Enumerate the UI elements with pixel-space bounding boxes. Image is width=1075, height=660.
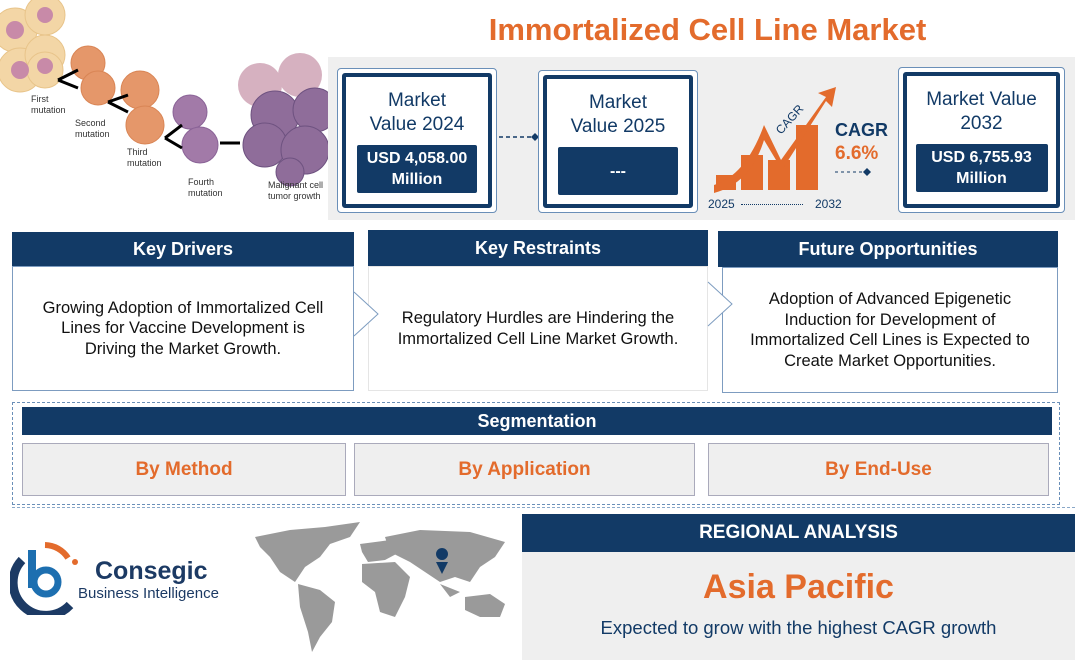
cell-mutation-illustration: [0, 0, 330, 187]
label-malignant-growth: Malignant cell tumor growth: [268, 180, 324, 201]
page-title: Immortalized Cell Line Market: [488, 12, 927, 47]
logo-tagline: Business Intelligence: [78, 585, 219, 602]
label-fourth-mutation: Fourth mutation: [188, 177, 223, 198]
label-second-mutation: Second mutation: [75, 118, 110, 139]
top-region: Asia Pacific: [703, 568, 894, 606]
chevron-right-icon: [707, 281, 733, 327]
market-value-2025-card: Market Value 2025 ---: [538, 70, 698, 213]
world-map: [255, 522, 505, 652]
cagr-value: 6.6%: [835, 143, 879, 164]
mv-2032-value: USD 6,755.93 Million: [915, 144, 1048, 192]
dashed-connector: [499, 133, 539, 141]
label-first-mutation: First mutation: [31, 94, 66, 115]
cagr-label: CAGR: [835, 120, 888, 140]
label-third-mutation: Third mutation: [127, 147, 162, 168]
mv-2025-label: Market Value 2025: [570, 92, 666, 137]
mv-2024-value: USD 4,058.00 Million: [357, 145, 477, 193]
market-value-2032-card: Market Value 2032 USD 6,755.93 Million: [898, 67, 1065, 213]
regional-panel: [522, 552, 1075, 660]
segmentation-section: [12, 402, 1060, 505]
segment-by-application[interactable]: By Application: [354, 443, 695, 496]
consegic-logo-icon: [10, 542, 78, 615]
cagr-start-year: 2025: [708, 197, 735, 211]
future-opportunities-text: Adoption of Advanced Epigenetic Inductio…: [722, 267, 1058, 393]
year-arrow: [741, 204, 803, 205]
mv-2024-label: Market Value 2024: [369, 90, 465, 135]
key-drivers-header: Key Drivers: [12, 232, 354, 266]
chevron-right-icon: [353, 291, 379, 337]
segment-by-end-use[interactable]: By End-Use: [708, 443, 1049, 496]
mv-2032-label: Market Value 2032: [926, 89, 1037, 134]
regional-description: Expected to grow with the highest CAGR g…: [600, 617, 997, 638]
cagr-connector: [835, 168, 871, 176]
key-restraints-text: Regulatory Hurdles are Hindering the Imm…: [368, 266, 708, 391]
key-restraints-header: Key Restraints: [368, 230, 708, 266]
key-drivers-text: Growing Adoption of Immortalized Cell Li…: [12, 266, 354, 391]
cagr-end-year: 2032: [815, 197, 842, 211]
future-opportunities-header: Future Opportunities: [718, 231, 1058, 267]
segment-by-method[interactable]: By Method: [22, 443, 346, 496]
mv-2025-value: ---: [558, 147, 678, 195]
market-value-2024-card: Market Value 2024 USD 4,058.00 Million: [337, 68, 497, 213]
divider: [12, 507, 1075, 508]
logo-name: Consegic: [95, 557, 208, 585]
segmentation-header: Segmentation: [22, 407, 1052, 435]
regional-analysis-header: REGIONAL ANALYSIS: [522, 514, 1075, 552]
cagr-growth-icon: CAGR: [714, 87, 836, 193]
location-pin-icon: [436, 548, 449, 574]
